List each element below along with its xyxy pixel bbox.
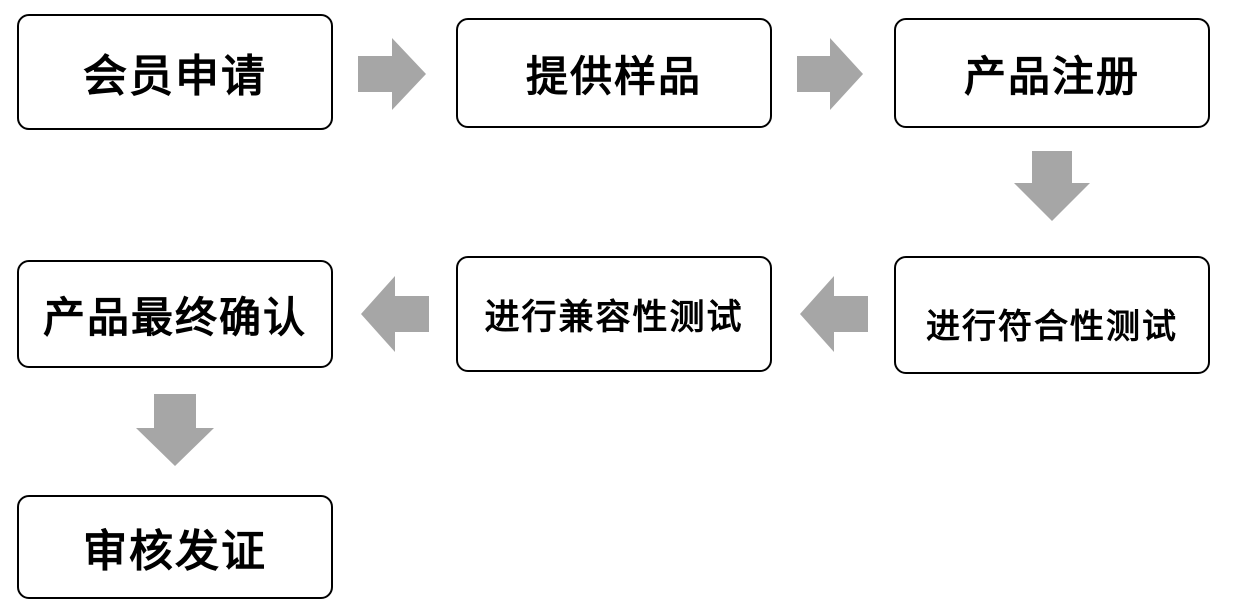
step-label: 产品最终确认 (42, 292, 307, 342)
step-conformity-testing: 进行符合性测试 (894, 256, 1210, 374)
step-compatibility-testing: 进行兼容性测试 (456, 256, 772, 372)
arrow-left-icon (361, 276, 429, 352)
arrow-right-icon (358, 38, 426, 110)
step-label: 进行兼容性测试 (484, 297, 744, 338)
arrow-right-icon (797, 38, 863, 110)
step-review-certification: 审核发证 (17, 495, 333, 599)
arrow-down-icon (1014, 151, 1090, 221)
arrow-left-icon (800, 276, 868, 352)
step-label: 会员申请 (83, 51, 267, 102)
step-member-application: 会员申请 (17, 14, 333, 130)
arrow-down-icon (136, 394, 214, 466)
step-final-confirmation: 产品最终确认 (17, 260, 333, 368)
step-product-registration: 产品注册 (894, 18, 1210, 128)
step-provide-samples: 提供样品 (456, 18, 772, 128)
step-label: 产品注册 (963, 51, 1140, 101)
step-label: 进行符合性测试 (926, 307, 1178, 347)
step-label: 提供样品 (525, 51, 702, 101)
step-label: 审核发证 (83, 526, 267, 577)
